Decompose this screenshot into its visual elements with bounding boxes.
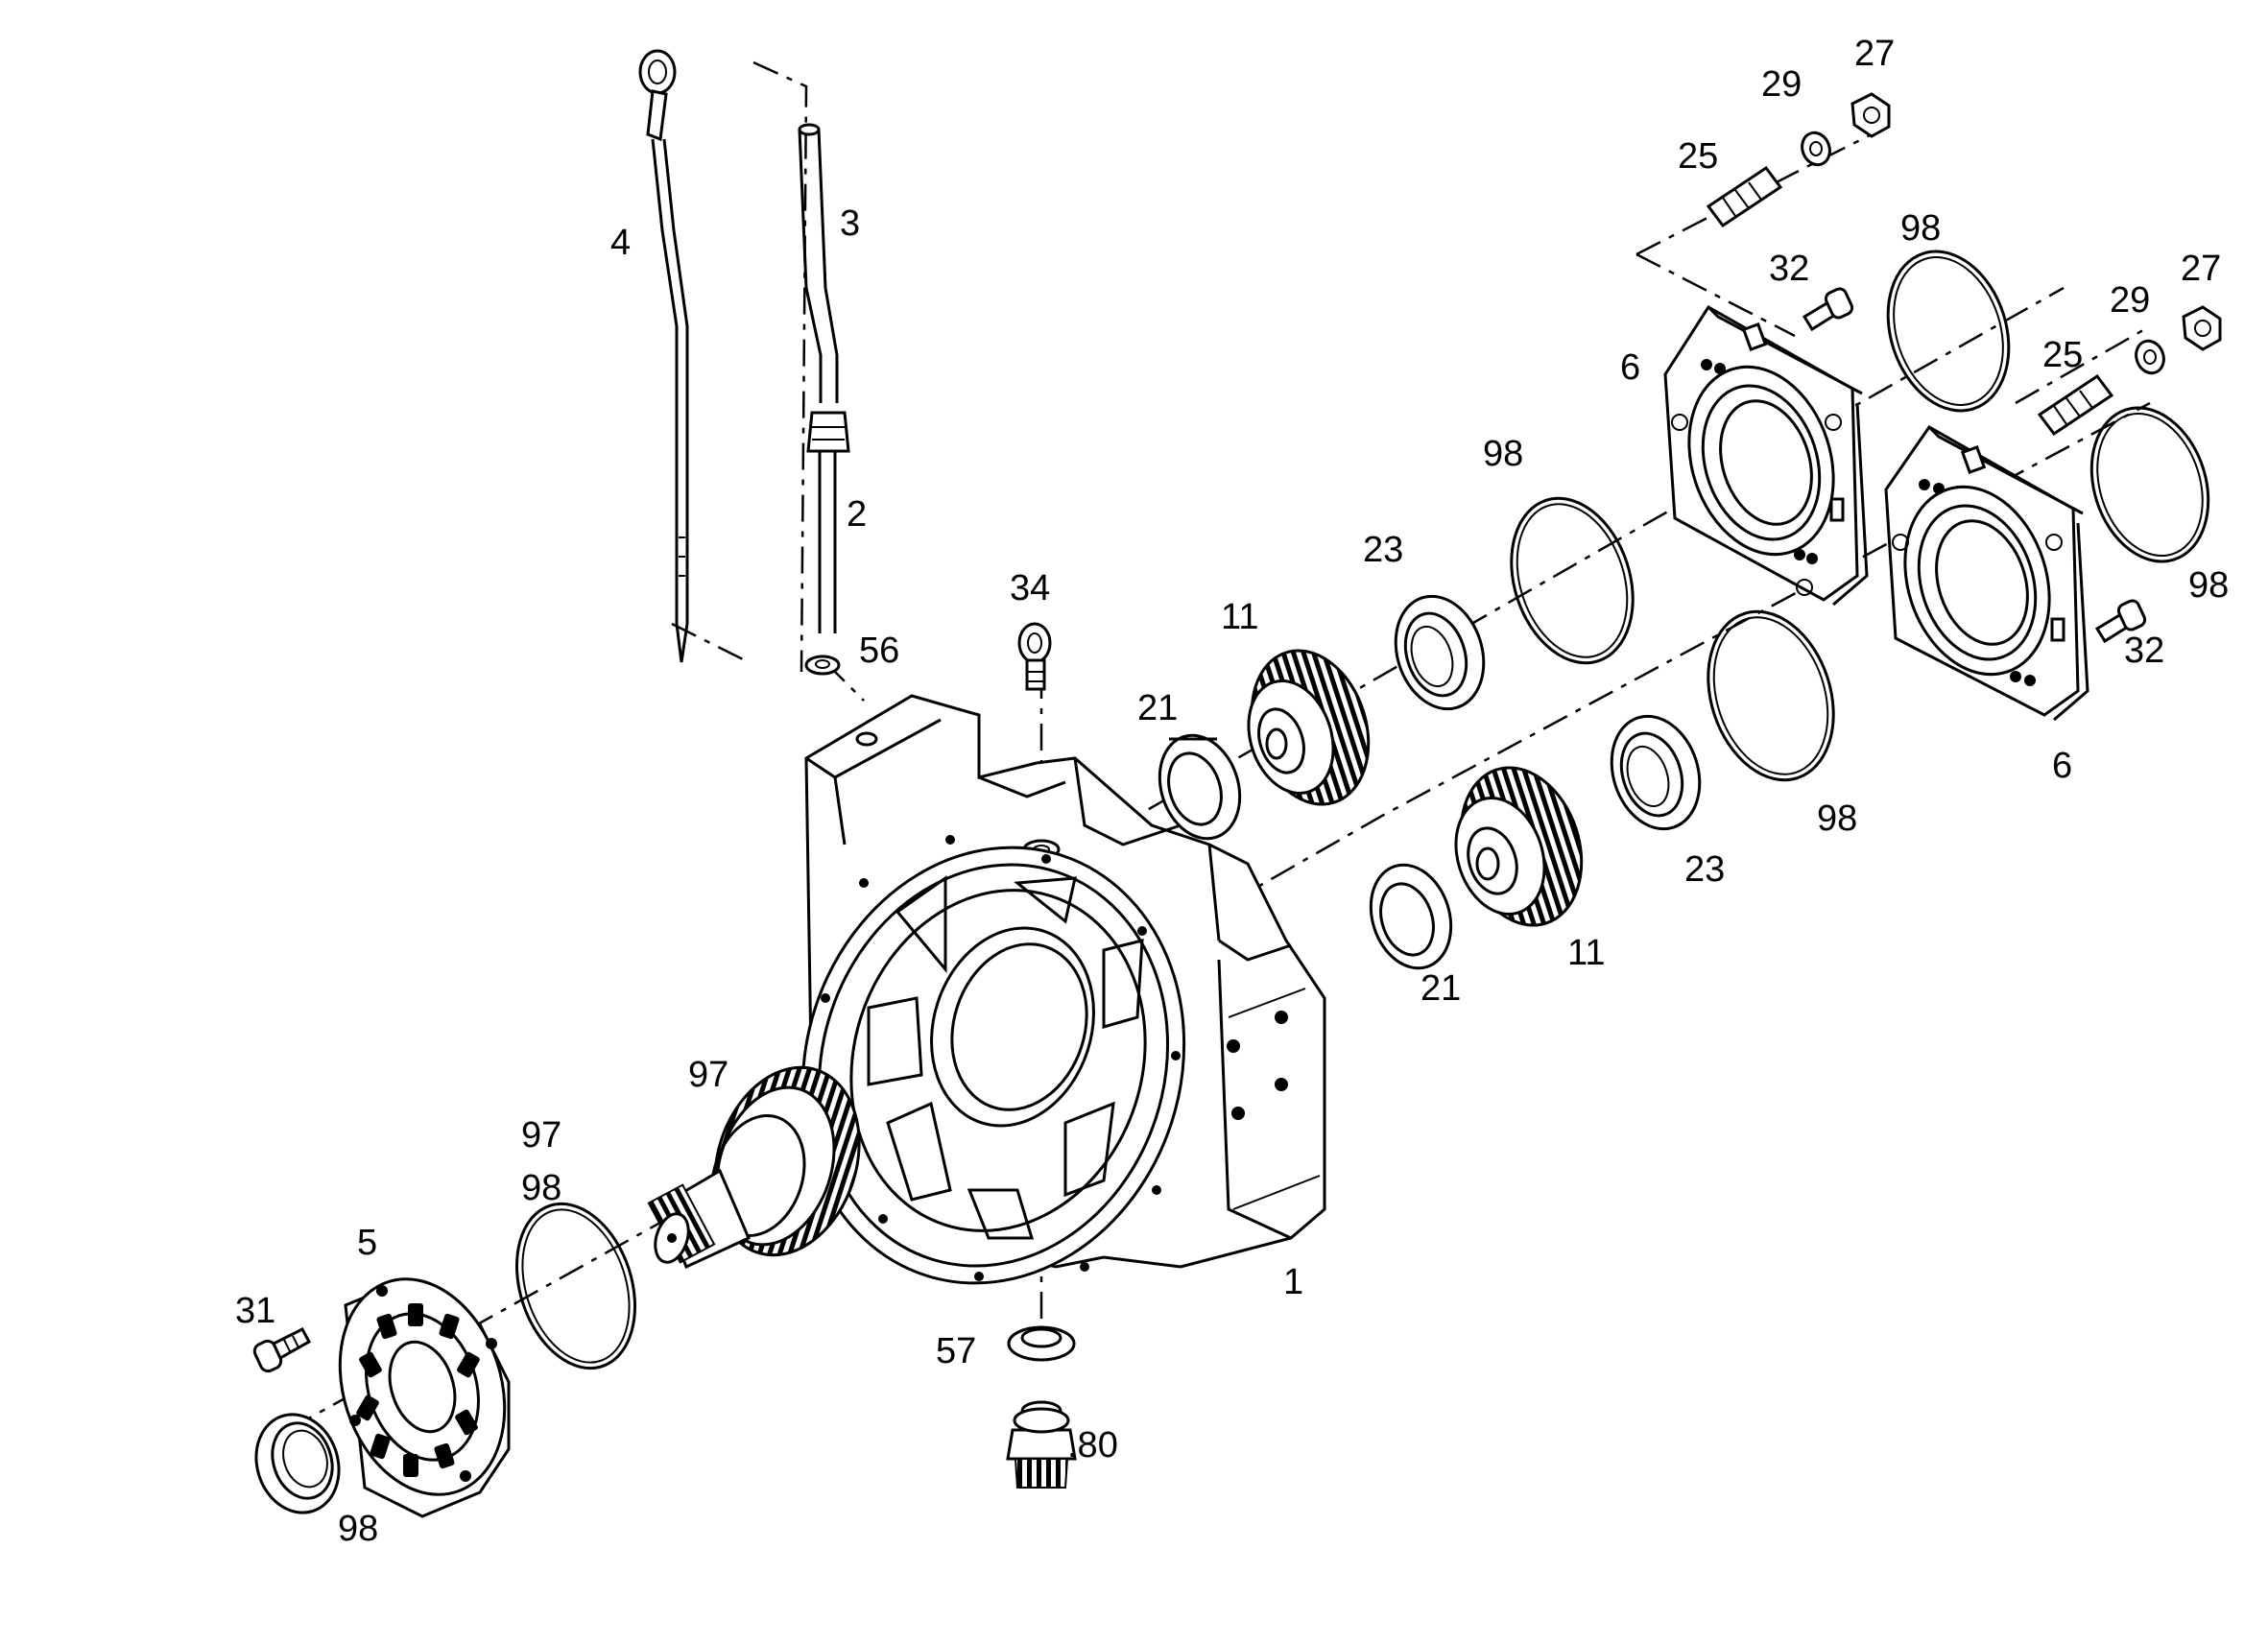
dipstick-icon (638, 49, 689, 663)
callout-31: 31 (235, 1291, 275, 1331)
spur-gear-icon (1247, 649, 1371, 806)
callout-2: 2 (847, 494, 867, 535)
callout-27-lower: 27 (2181, 249, 2221, 289)
callout-98-seal: 98 (338, 1509, 378, 1549)
callout-25-lower: 25 (2042, 335, 2083, 375)
callout-3: 3 (840, 203, 860, 244)
callout-34: 34 (1010, 568, 1050, 608)
o-ring-icon (514, 1202, 637, 1370)
callout-11-upper: 11 (1221, 597, 1258, 637)
o-ring-icon (2096, 412, 2204, 558)
washer-icon (2135, 339, 2165, 375)
drain-plug-icon (1006, 1400, 1077, 1489)
washer-icon (1801, 131, 1831, 167)
o-ring-icon (1510, 496, 1635, 665)
o-ring-icon (1886, 250, 2011, 413)
callout-98-lower-right: 98 (2188, 565, 2229, 606)
callout-5: 5 (357, 1223, 377, 1263)
screw-icon (1802, 287, 1854, 332)
callout-98-upper-oring: 98 (1483, 434, 1523, 474)
oil-tube-icon (798, 123, 850, 676)
callout-4: 4 (610, 223, 631, 263)
callout-98-lower-oring: 98 (1817, 798, 1857, 839)
callout-23-lower: 23 (1684, 849, 1725, 890)
input-cover-icon (338, 1277, 511, 1518)
callout-80: .80 (1067, 1425, 1118, 1465)
ball-bearing-icon (1394, 594, 1486, 711)
callout-98-upper-cover: 98 (1900, 208, 1941, 249)
callout-29-lower: 29 (2110, 280, 2150, 321)
o-ring-icon (1516, 503, 1629, 658)
seal-ring-icon (1007, 1325, 1076, 1362)
bearing-cover-icon (1884, 425, 2089, 722)
callout-29-upper: 29 (1761, 64, 1802, 105)
gearbox-housing-icon (800, 694, 1326, 1285)
spur-gear-icon (647, 1065, 861, 1270)
callout-97-gear: 97 (688, 1055, 728, 1095)
callout-1: 1 (1283, 1262, 1303, 1302)
callout-57: 57 (936, 1331, 976, 1371)
bearing-cover-icon (1663, 304, 1869, 607)
callout-21-lower: 21 (1420, 968, 1461, 1009)
callout-21-upper: 21 (1137, 688, 1178, 728)
callout-32-upper: 32 (1769, 249, 1809, 289)
o-ring-icon (2089, 406, 2210, 563)
stud-bolt-icon (1706, 165, 1783, 228)
eye-bolt-icon (1017, 622, 1052, 691)
callout-23-upper: 23 (1363, 530, 1403, 570)
callout-6-lower: 6 (2052, 746, 2072, 786)
screw-icon (2094, 599, 2147, 644)
callout-labels: 4 3 2 56 34 21 11 23 98 6 32 98 25 29 27… (235, 34, 2229, 1549)
nut-icon (2182, 305, 2222, 351)
o-ring-icon (1707, 609, 1835, 782)
ball-bearing-icon (1158, 733, 1242, 841)
ball-bearing-icon (1610, 714, 1702, 831)
o-ring-icon (1712, 616, 1829, 775)
callout-27-upper: 27 (1854, 34, 1895, 74)
ball-bearing-icon (1369, 863, 1453, 970)
o-ring-icon (1893, 256, 2004, 406)
callout-32-lower: 32 (2124, 631, 2164, 671)
callout-11-lower: 11 (1567, 933, 1605, 973)
stud-bolt-icon (2037, 373, 2114, 437)
callout-56: 56 (859, 631, 899, 671)
callout-6-upper: 6 (1620, 347, 1640, 388)
shaft-seal-icon (254, 1413, 341, 1514)
callout-25-upper: 25 (1678, 136, 1718, 177)
callout-98-oring-input: 98 (521, 1168, 561, 1208)
screw-icon (252, 1327, 312, 1373)
nut-icon (1850, 92, 1891, 138)
callout-97-oring: 97 (521, 1115, 561, 1156)
spur-gear-icon (1454, 766, 1584, 927)
o-ring-icon (521, 1208, 631, 1364)
